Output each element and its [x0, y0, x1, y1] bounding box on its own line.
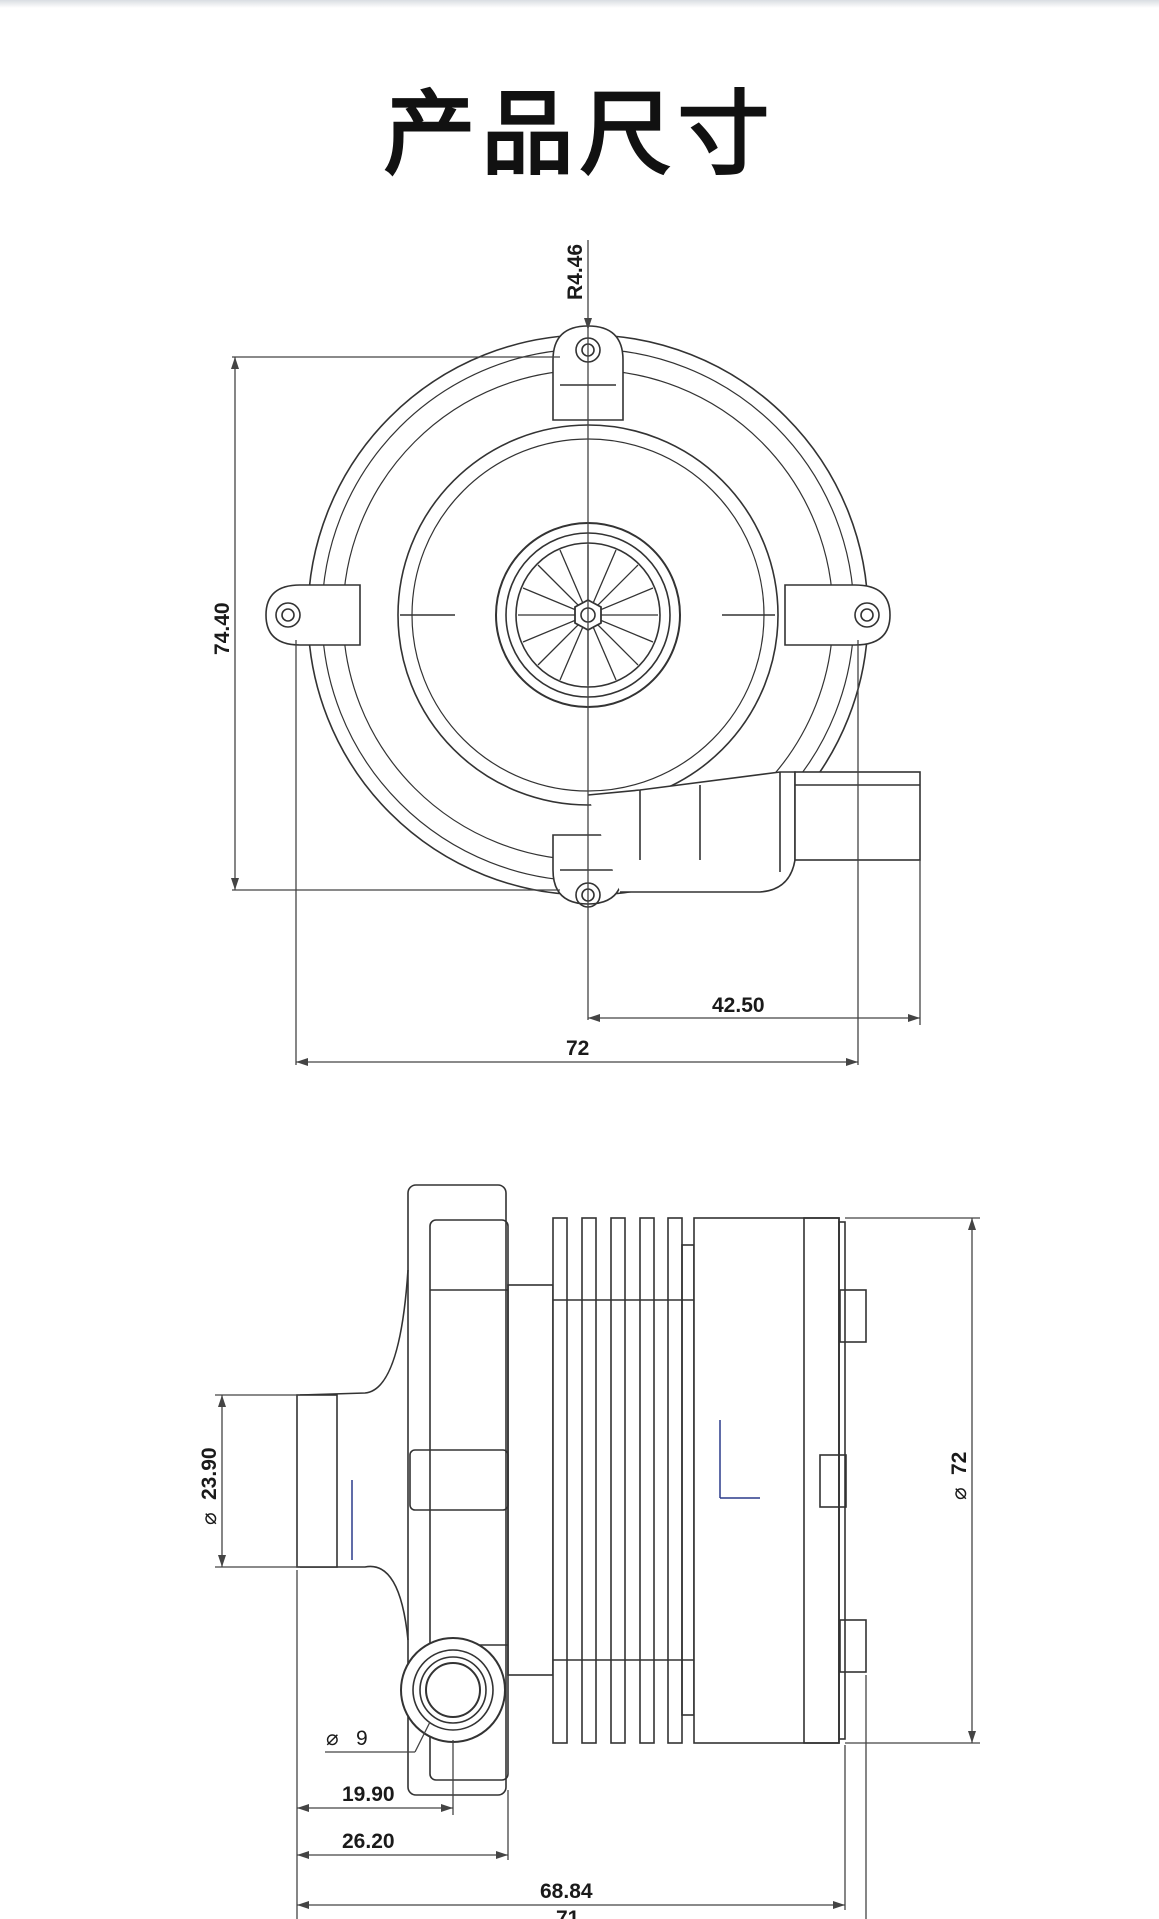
- mount-ear-left: [265, 584, 361, 646]
- dim-body-length-label: 68.84: [540, 1880, 593, 1903]
- dim-body-diameter-label: 72: [948, 1452, 971, 1475]
- dim-outlet-offset-label: 42.50: [712, 994, 765, 1017]
- dim-port-diameter: ⌀ 9: [326, 1727, 368, 1750]
- page-title: 产品尺寸: [383, 81, 776, 188]
- dim-port-diameter-label: 9: [356, 1727, 368, 1750]
- diameter-symbol-icon: ⌀: [948, 1487, 971, 1500]
- side-inlet-tube: [296, 1394, 338, 1568]
- motor-body: [693, 1217, 840, 1744]
- dim-inlet-length-2-label: 26.20: [342, 1830, 395, 1853]
- dim-height-label: 74.40: [211, 602, 234, 655]
- diameter-symbol-icon: ⌀: [326, 1727, 339, 1750]
- dim-radius-label: R4.46: [564, 244, 587, 300]
- dim-inlet-length-1-label: 19.90: [342, 1783, 395, 1806]
- cooling-fins: [552, 1217, 695, 1744]
- dim-total-length-label: 71: [556, 1907, 580, 1919]
- side-view-pump: [296, 1184, 867, 1796]
- mount-ear-right: [784, 584, 891, 646]
- side-view-dimension-lines: [215, 1217, 980, 1919]
- top-view-pump: [265, 325, 921, 908]
- dim-body-diameter: ⌀ 72: [948, 1452, 971, 1500]
- dim-width-label: 72: [566, 1037, 589, 1060]
- outlet-pipe: [587, 771, 921, 893]
- top-gradient-bar: [0, 0, 1159, 8]
- diameter-symbol-icon: ⌀: [198, 1512, 221, 1525]
- dim-inlet-diameter: ⌀ 23.90: [198, 1447, 221, 1525]
- top-view-dimension-lines: [232, 240, 921, 1065]
- dim-inlet-diameter-label: 23.90: [198, 1447, 221, 1500]
- side-port: [400, 1637, 506, 1743]
